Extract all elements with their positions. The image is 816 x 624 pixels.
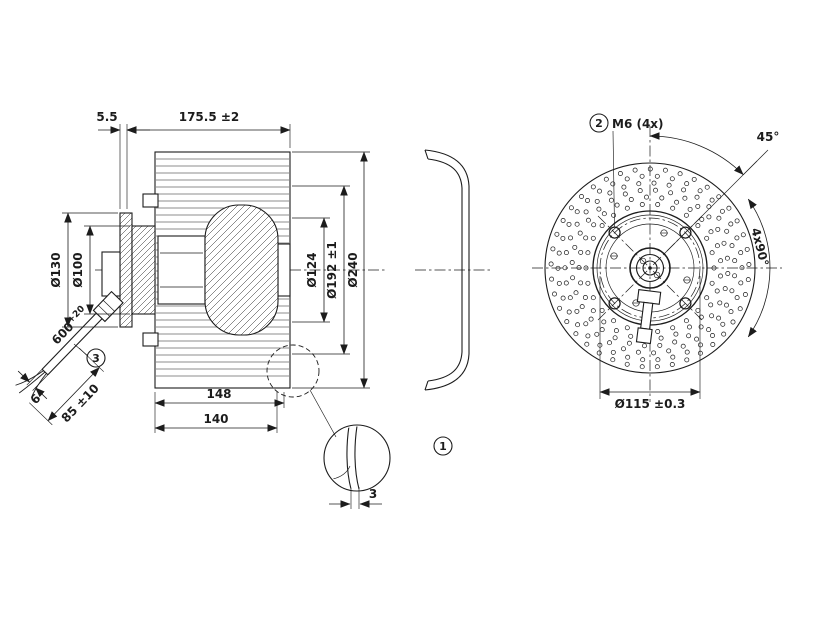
- mount-screw-top: [142, 193, 159, 208]
- balloon-3: 3: [73, 343, 106, 368]
- dim-inlet-id-label: Ø124: [305, 252, 319, 287]
- mount-screw-bottom: [142, 332, 159, 347]
- dim-flange-od-label: Ø130: [49, 252, 63, 287]
- bearing-section: [277, 243, 291, 297]
- cable-gland-boss: [101, 251, 121, 297]
- dim-screw-spec: 2 M6 (4x): [589, 113, 664, 228]
- stator-hatch: [205, 205, 278, 335]
- balloon-2-number: 2: [595, 117, 603, 130]
- lead-wire: [18, 371, 46, 394]
- dim-spigot-od-label: Ø100: [71, 252, 85, 287]
- lead-wire: [15, 370, 44, 386]
- dim-ring-od-label: Ø192 ±1: [325, 241, 339, 299]
- detail-callout-circle: [266, 344, 320, 398]
- dim-45deg: 45°: [649, 130, 780, 255]
- dim-spigot-od: Ø100: [71, 225, 130, 315]
- inlet-ring-outer: [424, 149, 470, 391]
- dim-140: 140: [154, 392, 278, 433]
- dim-spacer: 5.5: [96, 110, 150, 209]
- dim-screw-spec-label: M6 (4x): [612, 117, 664, 131]
- dim-ring-od: Ø192 ±1: [292, 185, 350, 355]
- dim-148-label: 148: [206, 387, 231, 401]
- detail-view: 3: [266, 344, 391, 509]
- stator-window: [204, 204, 279, 336]
- flange-hatch: [120, 213, 155, 327]
- balloon-1: 1: [433, 436, 453, 456]
- dim-overall-length: 175.5 ±2: [126, 110, 291, 148]
- inlet-ring-inner: [427, 158, 463, 382]
- inlet-ring-section: 1: [415, 149, 492, 456]
- dim-140-label: 140: [203, 412, 228, 426]
- dim-wall-label: 3: [369, 487, 377, 501]
- side-view: 600 +20 6 85 ±10 3 5.5: [15, 110, 385, 433]
- balloon-3-number: 3: [92, 352, 100, 365]
- impeller-perforation: [548, 166, 752, 370]
- dim-cable-length-tol-label: +20: [66, 304, 87, 325]
- balloon-1-number: 1: [439, 440, 447, 453]
- dim-148: 148: [154, 387, 285, 433]
- m6-holes: [608, 226, 692, 310]
- front-view: 45° 4x90° 2 M6 (4x) Ø115 ±0.3: [532, 113, 782, 411]
- dim-overall-length-label: 175.5 ±2: [179, 110, 240, 124]
- rotor-section: [157, 235, 206, 305]
- dim-pitch-circle: Ø115 ±0.3: [599, 276, 701, 411]
- dim-4x90-label: 4x90°: [748, 227, 771, 268]
- dim-45deg-label: 45°: [757, 130, 780, 144]
- dim-impeller-od: Ø240: [292, 151, 370, 389]
- detail-content: [332, 426, 360, 490]
- dim-impeller-od-label: Ø240: [346, 252, 360, 287]
- dim-wall: 3: [329, 487, 382, 509]
- dim-flange-od: Ø130: [49, 212, 118, 328]
- detail-circle: [323, 424, 391, 492]
- shaft-cable-exit: [635, 289, 662, 345]
- dim-spacer-label: 5.5: [96, 110, 117, 124]
- dim-inlet-id: Ø124: [292, 217, 330, 323]
- hub: [629, 247, 671, 289]
- flange-screws: [610, 229, 691, 307]
- dim-pitch-circle-label: Ø115 ±0.3: [615, 397, 686, 411]
